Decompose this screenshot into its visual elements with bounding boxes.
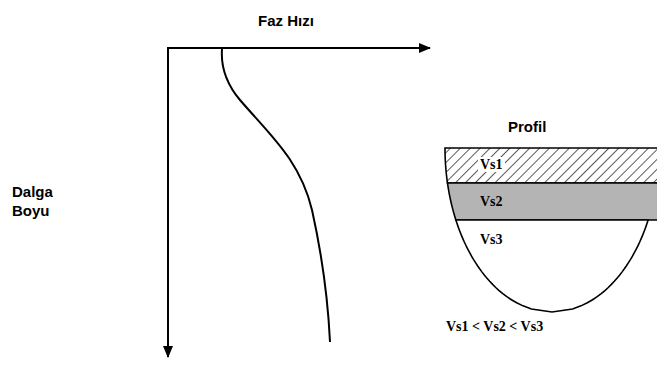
phase-velocity-axis <box>168 47 430 49</box>
dispersion-curve <box>222 49 330 342</box>
soil-layer-1: Vs1 <box>440 148 657 183</box>
soil-layer-3: Vs3 <box>440 220 657 312</box>
wavelength-axis <box>167 47 169 357</box>
layer-velocity: Vs2 <box>478 194 505 209</box>
layer-velocity: Vs1 <box>478 157 505 172</box>
layer-velocity: Vs3 <box>478 232 505 247</box>
axis-label: Dalga Boyu <box>12 183 74 221</box>
axis-label: Faz Hızı <box>258 12 314 31</box>
layer-shape <box>440 183 657 220</box>
velocity-relation: Vs1 < Vs2 < Vs3 <box>446 318 543 336</box>
layer-shape <box>440 220 657 312</box>
soil-layer-2: Vs2 <box>440 183 657 220</box>
layer-shape <box>440 148 657 183</box>
axis-label: Profil <box>508 118 546 137</box>
